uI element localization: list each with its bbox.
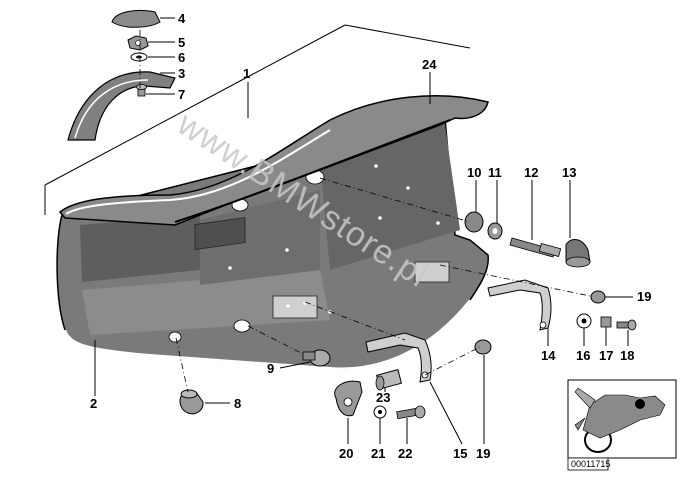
callout-19a: 19	[637, 289, 651, 304]
callout-labels: 4 5 6 3 7 1 24 10 11 12 13 19 14 16 17 1…	[90, 11, 651, 461]
callout-7: 7	[178, 87, 185, 102]
part-7-screw	[136, 84, 147, 97]
part-14-bracket	[487, 279, 552, 331]
seat-cushion	[58, 95, 489, 226]
part-23-cylinder	[375, 369, 403, 391]
callout-5: 5	[178, 35, 185, 50]
callout-18: 18	[620, 348, 634, 363]
part-19-rubber-lower	[474, 339, 492, 355]
callout-15: 15	[453, 446, 467, 461]
callout-6: 6	[178, 50, 185, 65]
callout-23: 23	[376, 390, 390, 405]
callout-22: 22	[398, 446, 412, 461]
callout-9: 9	[267, 361, 274, 376]
callout-10: 10	[467, 165, 481, 180]
assembly-lines	[139, 30, 591, 393]
part-4-cap	[111, 9, 161, 28]
callout-21: 21	[371, 446, 385, 461]
part-13-cap	[565, 239, 591, 268]
callout-8: 8	[234, 396, 241, 411]
callout-11: 11	[488, 165, 502, 180]
part-17-nut	[600, 316, 612, 328]
callout-14: 14	[541, 348, 556, 363]
callout-17: 17	[599, 348, 613, 363]
part-20-latch	[334, 380, 363, 417]
callout-3: 3	[178, 66, 185, 81]
location-marker	[635, 399, 645, 409]
part-10-grommet	[464, 211, 484, 233]
leader-lines	[94, 17, 633, 445]
callout-1: 1	[243, 66, 250, 81]
callout-19b: 19	[476, 446, 490, 461]
part-21-washer	[373, 405, 387, 419]
part-12-bolt	[509, 237, 562, 258]
callout-16: 16	[576, 348, 590, 363]
location-thumbnail	[567, 379, 677, 459]
callout-12: 12	[524, 165, 538, 180]
part-18-screw	[616, 319, 637, 331]
callout-20: 20	[339, 446, 353, 461]
callout-4: 4	[178, 11, 186, 26]
part-9-screw	[302, 349, 331, 367]
catalog-number: 00011715	[571, 459, 610, 469]
seat-frame-lines	[44, 24, 471, 215]
part-3-strap	[67, 71, 176, 141]
part-19-rubber-upper	[590, 290, 606, 304]
part-8-buffer	[179, 389, 204, 415]
callout-24: 24	[422, 57, 437, 72]
part-16-washer	[576, 313, 592, 329]
part-11-bushing	[487, 222, 503, 240]
seat-pan	[56, 117, 489, 370]
callout-13: 13	[562, 165, 576, 180]
part-6-washer	[130, 52, 148, 62]
part-5-nut	[127, 35, 149, 51]
callout-2: 2	[90, 396, 97, 411]
part-22-screw	[396, 405, 426, 420]
